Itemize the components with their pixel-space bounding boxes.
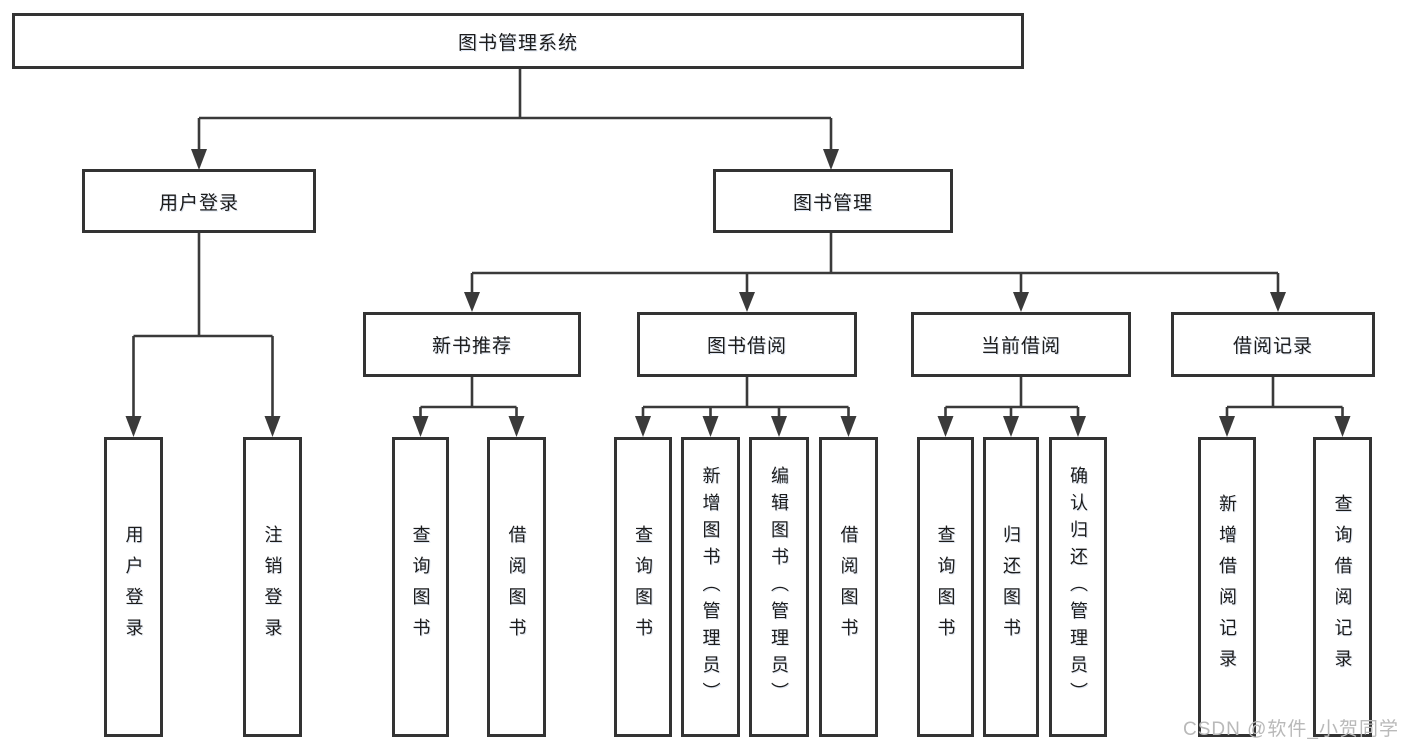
leaf-query-books-2: 查询图书 (614, 437, 672, 737)
leaf-borrow-books-1: 借阅图书 (487, 437, 546, 737)
node-root-system: 图书管理系统 (12, 13, 1024, 69)
node-borrow-record-label: 借阅记录 (1232, 336, 1313, 357)
node-current-borrow-label: 当前借阅 (980, 336, 1061, 357)
arrowheads (125, 149, 1351, 437)
leaf-logout-label: 注销登录 (262, 525, 283, 649)
leaf-add-borrow-record-label: 新增借阅记录 (1217, 494, 1237, 680)
leaf-query-borrow-record-label: 查询借阅记录 (1332, 494, 1353, 680)
leaf-query-books-2-label: 查询图书 (633, 525, 653, 649)
node-book-borrow-label: 图书借阅 (706, 336, 787, 357)
leaf-query-books-1-label: 查询图书 (410, 525, 431, 649)
node-book-management: 图书管理 (713, 169, 953, 233)
leaf-edit-books-admin: 编辑图书（管理员） (749, 437, 809, 737)
leaf-logout: 注销登录 (243, 437, 302, 737)
leaf-query-books-3-label: 查询图书 (935, 525, 956, 649)
leaf-user-login: 用户登录 (104, 437, 163, 737)
node-user-login-label: 用户登录 (158, 192, 239, 214)
leaf-return-books-label: 归还图书 (1001, 525, 1021, 649)
leaf-add-books-admin: 新增图书（管理员） (681, 437, 740, 737)
leaf-user-login-label: 用户登录 (123, 525, 144, 649)
leaf-add-borrow-record: 新增借阅记录 (1198, 437, 1256, 737)
node-book-borrow: 图书借阅 (637, 312, 857, 377)
node-user-login: 用户登录 (82, 169, 316, 233)
leaf-query-borrow-record: 查询借阅记录 (1313, 437, 1372, 737)
leaf-query-books-1: 查询图书 (392, 437, 449, 737)
node-root-label: 图书管理系统 (457, 32, 578, 54)
leaf-borrow-books-2-label: 借阅图书 (838, 525, 859, 649)
leaf-confirm-return-admin-label: 确认归还（管理员） (1068, 465, 1088, 709)
leaf-add-books-admin-label: 新增图书（管理员） (700, 465, 721, 709)
node-new-book-recommend-label: 新书推荐 (431, 336, 512, 357)
leaf-edit-books-admin-label: 编辑图书（管理员） (769, 465, 789, 709)
csdn-watermark: CSDN @软件_小贺同学 (1183, 719, 1399, 740)
node-current-borrow: 当前借阅 (911, 312, 1131, 377)
node-book-management-label: 图书管理 (792, 192, 873, 214)
leaf-query-books-3: 查询图书 (917, 437, 974, 737)
node-new-book-recommend: 新书推荐 (363, 312, 581, 377)
leaf-borrow-books-1-label: 借阅图书 (506, 525, 527, 649)
node-borrow-record: 借阅记录 (1171, 312, 1375, 377)
leaf-return-books: 归还图书 (983, 437, 1039, 737)
leaf-borrow-books-2: 借阅图书 (819, 437, 878, 737)
leaf-confirm-return-admin: 确认归还（管理员） (1049, 437, 1107, 737)
